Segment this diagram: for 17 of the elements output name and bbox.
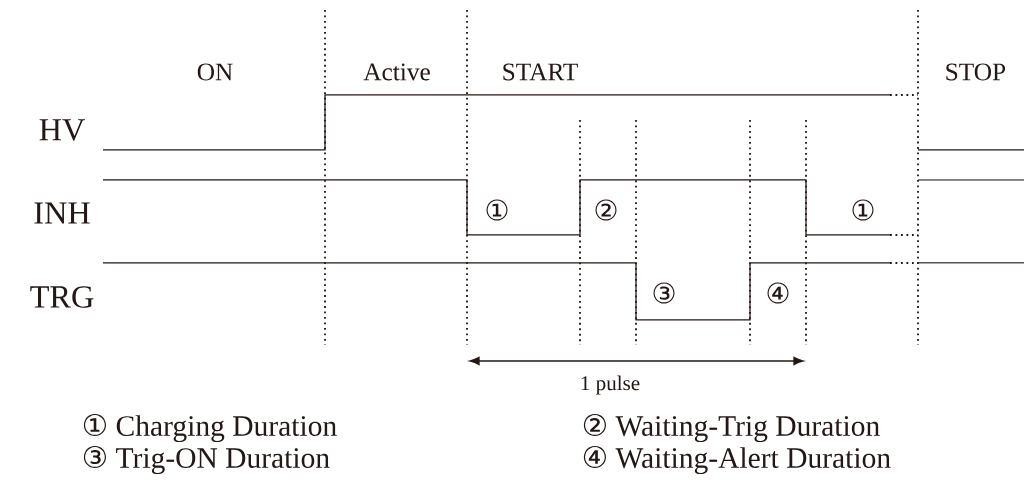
legend-entry: ④ Waiting-Alert Duration — [583, 445, 891, 475]
legend-entry: ① Charging Duration — [83, 413, 337, 443]
phase-label: ON — [197, 63, 233, 81]
phase-label: Active — [363, 63, 430, 81]
duration-number: ④ — [767, 282, 789, 304]
duration-number: ① — [852, 199, 874, 221]
duration-number: ② — [595, 199, 617, 221]
legend-entry: ③ Trig-ON Duration — [83, 445, 330, 475]
signal-label: INH — [34, 202, 90, 224]
dimension-label: 1 pulse — [581, 375, 640, 395]
phase-label: STOP — [946, 63, 1006, 81]
signal-label: TRG — [30, 286, 94, 308]
signal-label: HV — [39, 119, 85, 141]
duration-number: ① — [486, 199, 508, 221]
legend-entry: ② Waiting-Trig Duration — [583, 413, 880, 443]
duration-number: ③ — [653, 282, 675, 304]
phase-label: START — [503, 63, 578, 81]
